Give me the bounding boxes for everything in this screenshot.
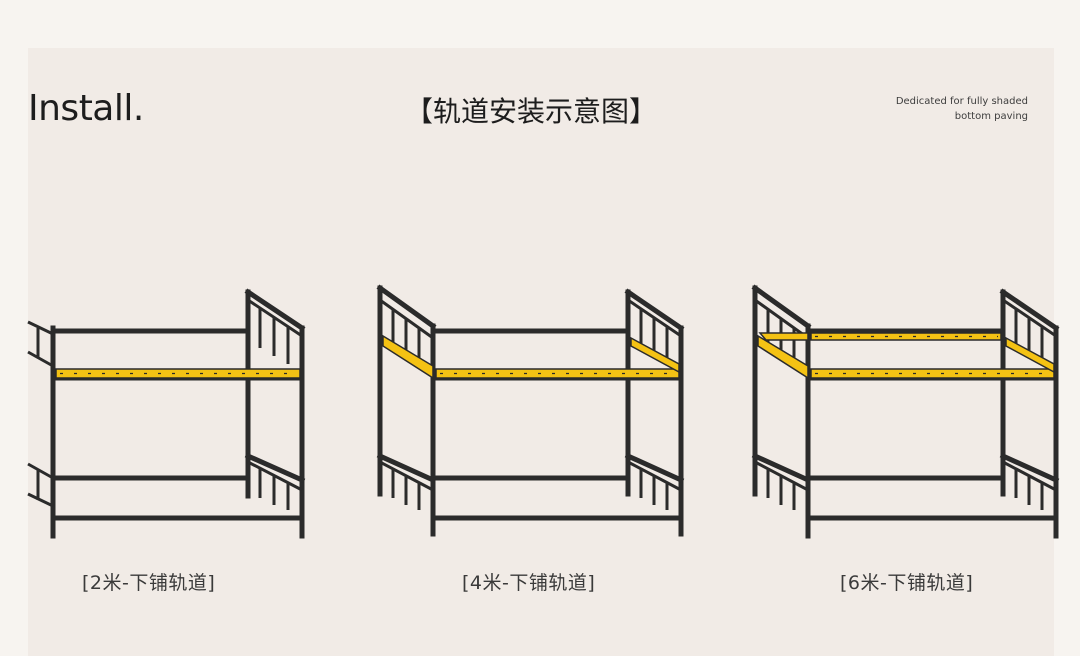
ladder-guards-4m — [379, 298, 682, 510]
bed-frame-2m — [50, 288, 306, 539]
rail-6m — [757, 332, 1055, 380]
ladder-guards-6m — [754, 298, 1057, 510]
caption-2m-rail: [2米-下铺轨道] — [82, 572, 216, 594]
rail-4m — [382, 334, 680, 380]
rail-2m — [55, 368, 301, 379]
bunk-bed-diagram-6m — [751, 284, 1060, 539]
ladder-guards-2m — [27, 298, 303, 510]
caption-4m-rail: [4米-下铺轨道] — [462, 572, 596, 594]
diagram-title: 【轨道安装示意图】 — [404, 95, 657, 128]
usage-note-line-2: bottom paving — [954, 111, 1028, 122]
page-title: Install. — [28, 88, 144, 129]
bunk-bed-diagram-4m — [376, 284, 685, 537]
usage-note-line-1: Dedicated for fully shaded — [895, 96, 1028, 107]
bed-frame-6m — [751, 284, 1060, 539]
caption-6m-rail: [6米-下铺轨道] — [840, 572, 974, 594]
bed-frame-4m — [376, 284, 685, 537]
bunk-bed-diagram-2m — [27, 288, 306, 539]
background-panel — [28, 48, 1054, 656]
usage-note: Dedicated for fully shaded bottom paving — [896, 94, 1028, 124]
